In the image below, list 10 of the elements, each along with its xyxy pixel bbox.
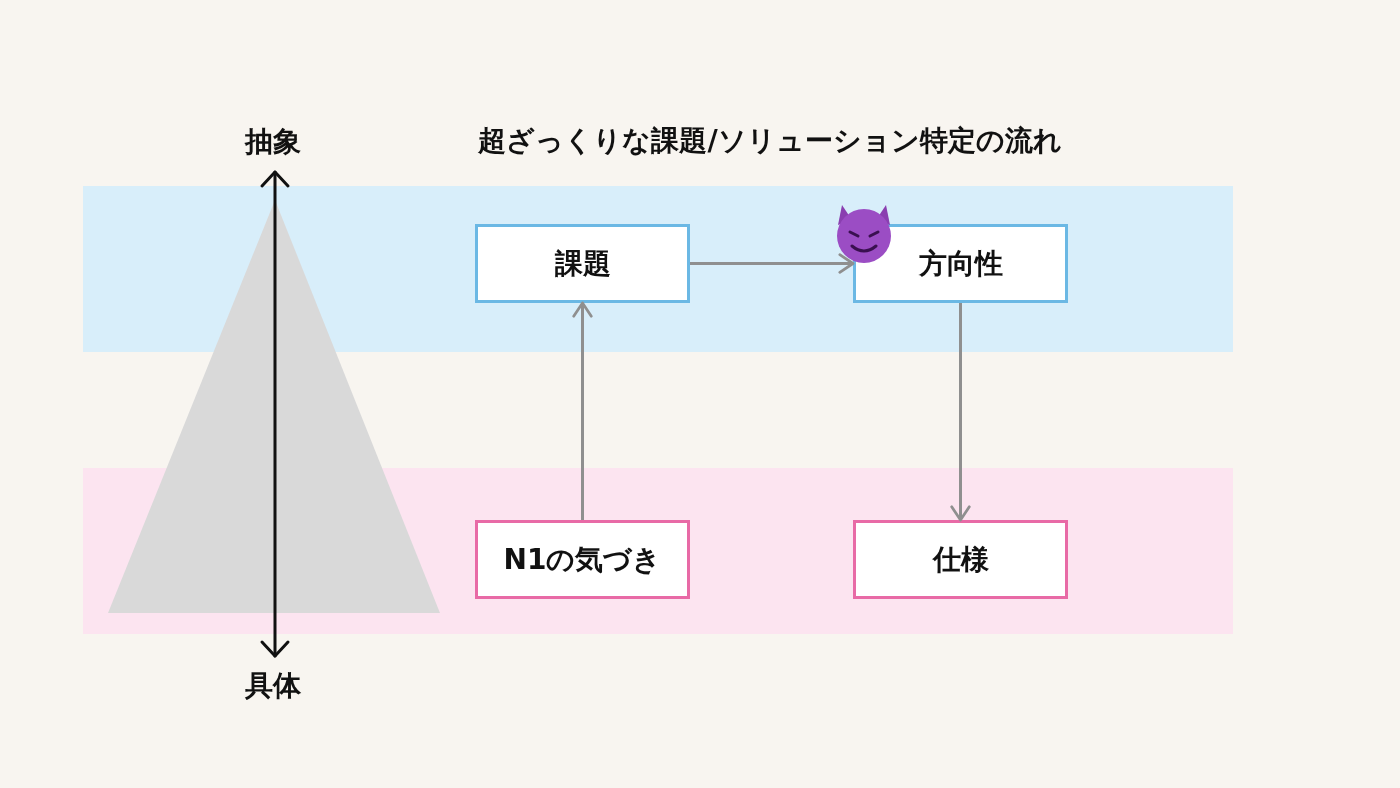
arrow — [690, 253, 855, 274]
arrow — [950, 303, 971, 522]
title: 超ざっくりな課題/ソリューション特定の流れ — [478, 123, 1062, 159]
axis-label: 抽象 — [245, 124, 301, 160]
axis-label: 具体 — [245, 668, 301, 704]
process-box: N1の気づき — [475, 520, 690, 599]
process-box: 課題 — [475, 224, 690, 303]
process-box: 方向性 — [853, 224, 1068, 303]
arrow — [572, 301, 593, 520]
process-box: 仕様 — [853, 520, 1068, 599]
